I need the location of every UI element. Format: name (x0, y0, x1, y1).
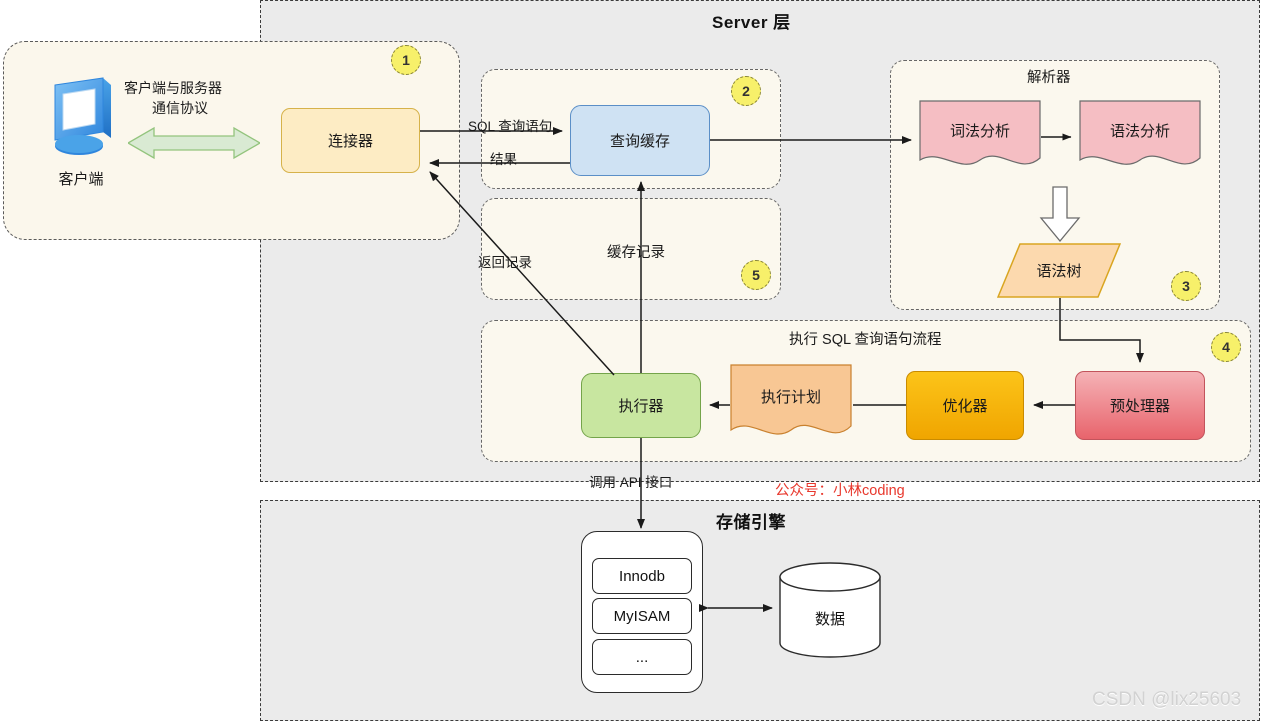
node-exec-plan[interactable]: 执行计划 (730, 364, 852, 442)
node-preprocessor[interactable]: 预处理器 (1075, 371, 1205, 440)
exec-flow-title: 执行 SQL 查询语句流程 (789, 332, 942, 348)
node-syntax-analysis[interactable]: 语法分析 (1079, 100, 1201, 172)
node-exec-plan-label: 执行计划 (760, 389, 821, 406)
engine-item-more[interactable]: ... (592, 639, 692, 675)
engine-item-innodb[interactable]: Innodb (592, 558, 692, 594)
data-cylinder: 数据 (778, 561, 882, 659)
badge-2: 2 (731, 76, 761, 106)
parser-to-tree-hollow-arrow-icon (1039, 186, 1081, 243)
storage-layer-title: 存储引擎 (716, 513, 786, 532)
cache-record-title: 缓存记录 (607, 245, 665, 261)
protocol-label-line2: 通信协议 (152, 100, 208, 116)
node-syntax-tree[interactable]: 语法树 (996, 243, 1122, 298)
watermark-csdn: CSDN @lix25603 (1092, 689, 1242, 710)
server-layer-title: Server 层 (712, 13, 791, 32)
protocol-double-arrow-icon (126, 126, 262, 160)
monitor-icon (45, 72, 117, 160)
edge-label-call-api: 调用 API 接口 (589, 475, 673, 490)
badge-3: 3 (1171, 271, 1201, 301)
node-connector[interactable]: 连接器 (281, 108, 420, 173)
node-lexical-analysis-label: 词法分析 (949, 123, 1010, 140)
engine-item-myisam[interactable]: MyISAM (592, 598, 692, 634)
edge-label-sql-query: SQL 查询语句 (468, 119, 553, 134)
node-query-cache[interactable]: 查询缓存 (570, 105, 710, 176)
badge-1: 1 (391, 45, 421, 75)
protocol-label-line1: 客户端与服务器 (124, 80, 222, 96)
edge-label-result: 结果 (490, 152, 517, 167)
node-optimizer[interactable]: 优化器 (906, 371, 1024, 440)
node-lexical-analysis[interactable]: 词法分析 (919, 100, 1041, 172)
node-syntax-analysis-label: 语法分析 (1109, 123, 1170, 140)
data-cylinder-label: 数据 (814, 610, 845, 628)
edge-label-return-record: 返回记录 (478, 255, 532, 270)
node-executor[interactable]: 执行器 (581, 373, 701, 438)
client-caption: 客户端 (58, 171, 104, 188)
badge-5: 5 (741, 260, 771, 290)
badge-4: 4 (1211, 332, 1241, 362)
node-syntax-tree-label: 语法树 (1036, 263, 1082, 280)
watermark-wechat: 公众号：小林coding (775, 483, 905, 499)
parser-title: 解析器 (1027, 70, 1071, 86)
storage-layer-container (260, 500, 1260, 721)
